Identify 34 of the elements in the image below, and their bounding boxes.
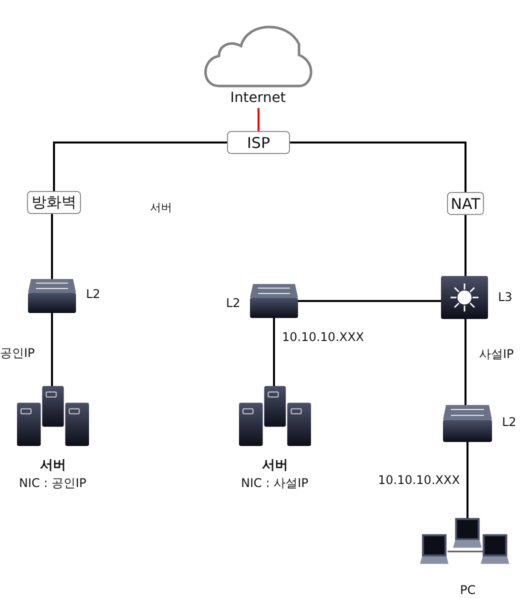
device-label: NIC : 사설IP (241, 475, 308, 492)
device-label: L2 (502, 415, 516, 429)
router-icon (441, 276, 488, 319)
network-switch-icon (443, 405, 492, 442)
connector-line (298, 300, 441, 302)
label-box: 방화벽 (27, 191, 81, 214)
edge-label: 공인IP (0, 345, 35, 362)
edge-label: 10.10.10.XXX (282, 330, 364, 344)
label-box: NAT (447, 192, 484, 215)
connector-line (464, 215, 466, 276)
network-switch-icon (28, 279, 76, 313)
device-name: 서버 (40, 457, 66, 474)
label-box: ISP (227, 131, 290, 154)
device-label: L2 (226, 296, 240, 310)
network-switch-icon (250, 284, 298, 318)
connector-line (273, 318, 275, 386)
device-label: PC (460, 583, 476, 597)
device-label: L3 (498, 290, 512, 304)
note-text: 서버 (150, 200, 172, 215)
connector-line (51, 313, 53, 386)
node-label: Internet (229, 90, 287, 106)
connector-line (53, 142, 227, 191)
connector-line (466, 442, 468, 518)
server-icon (17, 386, 89, 446)
connector-line (258, 108, 260, 131)
connector-line (290, 142, 466, 192)
connector-line (51, 214, 53, 279)
edge-label: 사설IP (479, 346, 514, 363)
device-label: NIC : 공인IP (19, 475, 86, 492)
server-icon (239, 386, 311, 446)
edge-label: 10.10.10.XXX (378, 473, 460, 487)
device-label: L2 (86, 287, 100, 301)
connector-line (464, 319, 466, 405)
device-name: 서버 (262, 457, 288, 474)
